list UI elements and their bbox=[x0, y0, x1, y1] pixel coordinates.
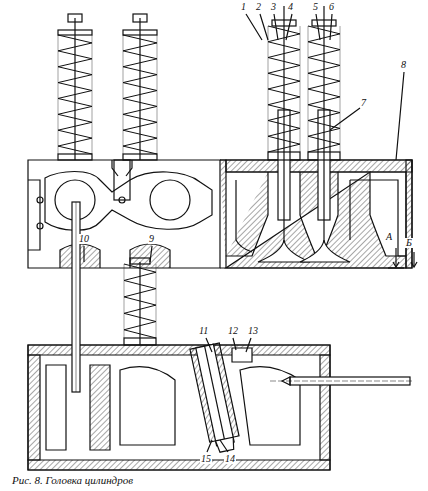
callout-number: 5 bbox=[312, 2, 319, 12]
spring-outline bbox=[340, 26, 341, 152]
spring-outline bbox=[58, 35, 59, 154]
callout-number: 15 bbox=[200, 454, 212, 464]
callout-number: 1 bbox=[240, 2, 247, 12]
callout-number: 10 bbox=[78, 234, 90, 244]
callout-number: 13 bbox=[247, 326, 259, 336]
valve-spring bbox=[123, 35, 157, 154]
spring-outline bbox=[268, 26, 269, 152]
callout-number: Б bbox=[405, 238, 413, 248]
spring-outline bbox=[157, 35, 158, 154]
figure-caption: Рис. 8. Головка цилиндров bbox=[12, 474, 133, 486]
spring-outline bbox=[156, 264, 157, 338]
callout-number: 6 bbox=[328, 2, 335, 12]
callout-number: А bbox=[385, 232, 393, 242]
valve-spring bbox=[124, 264, 156, 338]
spring-outline bbox=[124, 264, 125, 338]
callout-number: 4 bbox=[287, 2, 294, 12]
spring-outline bbox=[300, 26, 301, 152]
callout-number: 11 bbox=[198, 326, 209, 336]
callout-number: 9 bbox=[148, 234, 155, 244]
callout-number: 7 bbox=[360, 98, 367, 108]
valve-spring bbox=[308, 26, 340, 152]
callout-number: 8 bbox=[400, 60, 407, 70]
callout-number: 3 bbox=[270, 2, 277, 12]
callout-number: 2 bbox=[255, 2, 262, 12]
spring-outline bbox=[308, 26, 309, 152]
valve-spring bbox=[268, 26, 300, 152]
callout-number: 14 bbox=[224, 454, 236, 464]
valve-spring bbox=[58, 35, 92, 154]
callout-number: 12 bbox=[227, 326, 239, 336]
spring-outline bbox=[123, 35, 124, 154]
spring-outline bbox=[92, 35, 93, 154]
